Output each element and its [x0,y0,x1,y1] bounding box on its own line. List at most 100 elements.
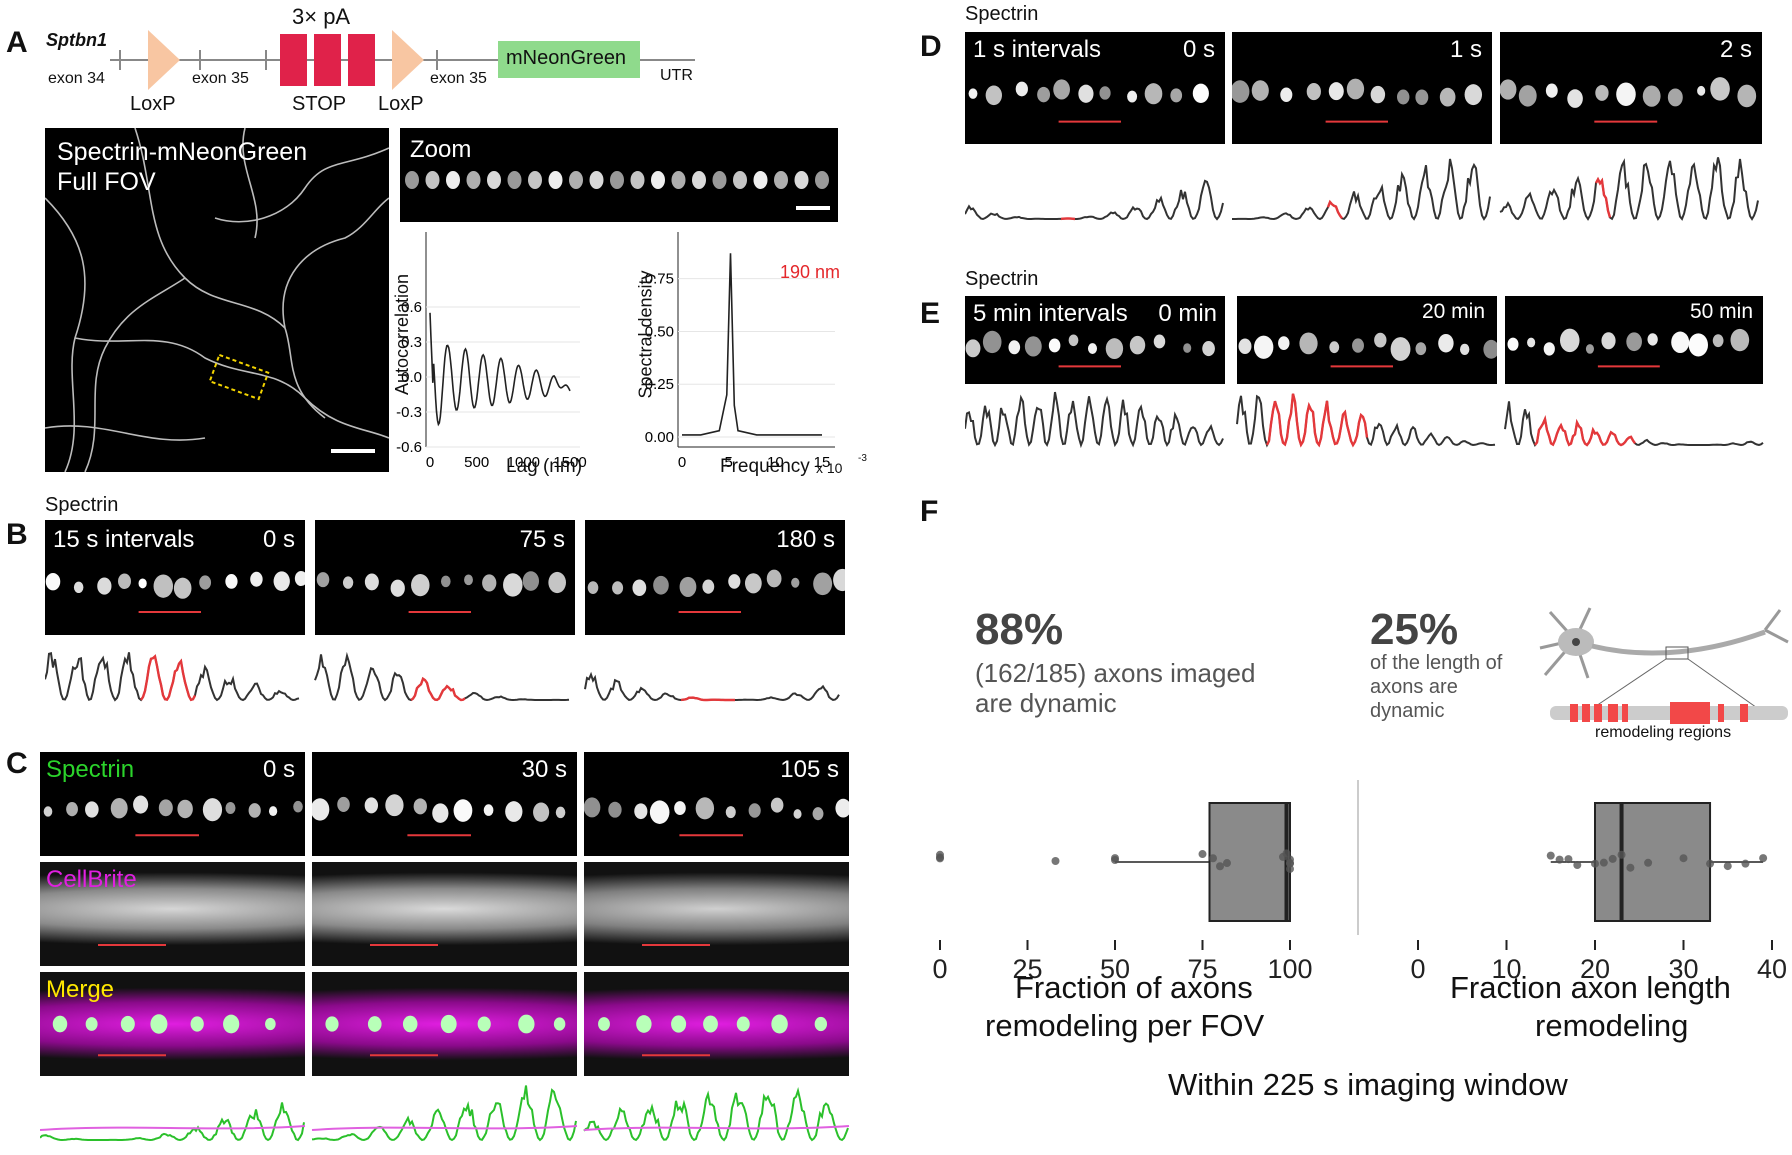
panel-d-heading: Spectrin [965,3,1039,25]
spectrin-spot [649,800,670,824]
spectrin-spot [440,575,451,588]
spectrin-spot [1396,89,1410,105]
acf-xtick: 0 [426,454,434,471]
psd-peak-annotation: 190 nm [780,262,841,282]
spectrin-spot [1024,336,1042,357]
spectrin-spot [294,570,305,587]
exon34-label: exon 34 [48,70,105,87]
tick-label: 10 [1491,954,1521,980]
spectrin-spot [1015,81,1028,97]
spectrin-spot [223,1014,240,1034]
spectrin-spot [679,576,697,597]
psd-xtick: 0 [678,454,686,471]
spectrin-spot [1370,85,1386,104]
intensity-profile [965,179,1224,221]
spectrin-spot [589,171,604,189]
spectrin-spot [153,574,173,598]
spectrin-spot [712,171,727,189]
spectrin-spot [273,571,290,591]
divider [1357,780,1359,935]
spectrin-spot [1099,86,1111,100]
spectrin-spot [1438,333,1454,353]
remodeling-profile [1534,414,1636,447]
polya-label: 3× pA [292,4,351,29]
spectrin-spot [440,1014,457,1034]
spectrin-spot [1601,332,1616,350]
panel-c-merge-2 [584,972,849,1076]
spectrin-spot [158,799,173,817]
spectrin-spot [1667,88,1683,107]
tick-label: 100 [1267,954,1312,980]
spectrin-spot [1585,344,1594,354]
panel-b-frame-2: 180 s [585,520,845,635]
stat-25-line2: axons are [1370,676,1458,698]
psd-ylabel: Spectral density [635,270,656,399]
panel-c-spectrin-2: 105 s [584,752,849,856]
spectrin-spot [653,575,669,595]
spectrin-spot [671,171,686,189]
spectrin-spot [1068,334,1079,347]
panel-c-profiles [40,1080,850,1150]
spectrin-spot [744,573,762,594]
spectrin-spot [453,799,473,822]
spectrin-spot [293,800,303,813]
loxp-label-1: LoxP [130,93,176,115]
stat-88-line1: (162/185) axons imaged [975,658,1256,688]
data-point [1599,858,1608,867]
data-point [1564,855,1573,864]
spectrin-spot [610,171,624,189]
spectrin-spot [555,806,566,819]
data-point [1706,859,1715,868]
intensity-profile [584,671,840,702]
panel-e-time-1: 20 min [1421,300,1485,323]
remodeling-regions-label: remodeling regions [1595,724,1732,741]
psd-xtick: 5 [724,454,732,471]
spectrin-spot [1464,84,1483,106]
spectrin-spot [342,576,354,589]
panel-e-profiles [965,385,1765,455]
panel-d-frame-1: 1 s [1232,32,1492,144]
spectrin-spot [985,85,1002,106]
spectrin-spot [1518,85,1537,107]
acf-ytick: -0.6 [396,439,422,456]
panel-c-cellbrite-1 [312,862,577,966]
box1-xlabel-2: remodeling per FOV [985,1008,1265,1043]
panel-e-time-2: 50 min [1689,300,1753,323]
spectrin-spot [671,1015,687,1033]
data-point [1573,861,1582,870]
box [1208,802,1291,922]
spectrin-spot [794,171,809,189]
panel-d-interval: 1 s intervals [973,36,1102,63]
panel-c-cellbrite-0: CellBrite [40,862,305,966]
spectrin-spot [522,571,540,591]
panel-c-cellbrite-2 [584,862,849,966]
spectrin-spot [1527,337,1536,348]
spectrin-spot [190,1016,204,1032]
acf-ytick: -0.3 [396,404,422,421]
data-point [936,853,944,862]
panel-e-time-0: 0 min [1158,300,1217,327]
spectrin-spot [766,569,782,588]
spectrin-spot [1647,333,1658,346]
panel-b-frame-0: 15 s intervals 0 s [45,520,305,635]
cellbrite-profile [311,1125,578,1131]
cellbrite-profile [40,1125,306,1131]
spectrin-spot [584,797,601,818]
panel-f-caption: Within 225 s imaging window [1168,1067,1568,1102]
spectrin-spot [73,581,84,594]
spectrin-spot [43,806,53,817]
spectrin-spot [483,804,494,816]
tick-label: 20 [1580,954,1610,980]
utr-label: UTR [660,67,693,84]
spectrin-spot [815,171,829,189]
spectrin-spot [569,171,583,189]
spectrin-spot [199,575,212,590]
data-point [1679,854,1688,863]
panel-e-frame-0: 5 min intervals 0 min [965,296,1225,384]
panel-e-frame-1: 20 min [1237,296,1497,384]
spectrin-spot [1251,80,1269,101]
acf-line [429,312,571,427]
spectrin-spot [248,803,261,818]
